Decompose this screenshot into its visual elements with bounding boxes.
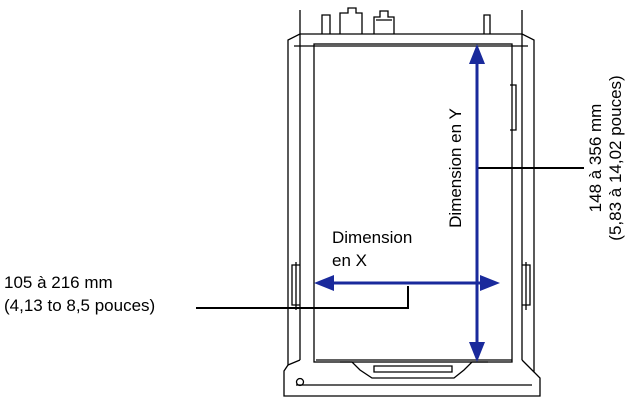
dimension-x-label-line1: Dimension — [332, 228, 413, 247]
y-arrow-head-bottom — [469, 342, 485, 362]
tray-top-clip — [373, 10, 395, 34]
tray-top-tab-left — [321, 14, 331, 34]
x-arrow-head-left — [314, 275, 334, 291]
x-range-leader — [196, 286, 409, 309]
rear-guide-handle — [373, 365, 453, 373]
dimension-x-label-line2: en X — [332, 251, 367, 270]
paper-tray — [283, 7, 541, 397]
paper-sheet — [313, 43, 513, 363]
y-arrow-head-top — [469, 44, 485, 64]
tray-base — [287, 359, 535, 386]
x-range-label-line2: (4,13 to 8,5 pouces) — [4, 296, 156, 315]
x-arrow-head-right — [480, 275, 500, 291]
tray-outer-body — [283, 10, 541, 397]
right-side-guide — [522, 262, 531, 310]
tray-inner-frame — [294, 33, 528, 360]
leader-lines — [196, 167, 584, 309]
tray-screw-hole — [295, 377, 305, 387]
y-range-label-line1: 148 à 356 mm — [586, 103, 605, 213]
y-range-label-line2: (5,83 à 14,02 pouces) — [606, 75, 625, 241]
right-upper-notch — [510, 84, 517, 131]
left-side-guide — [291, 262, 300, 310]
tray-top-latch — [339, 7, 363, 34]
dimension-arrows — [314, 44, 500, 362]
x-range-label-line1: 105 à 216 mm — [4, 273, 113, 292]
rear-paper-guide — [340, 361, 488, 379]
dimension-y-label: Dimension en Y — [446, 108, 465, 228]
tray-top-tab-right — [483, 14, 491, 34]
